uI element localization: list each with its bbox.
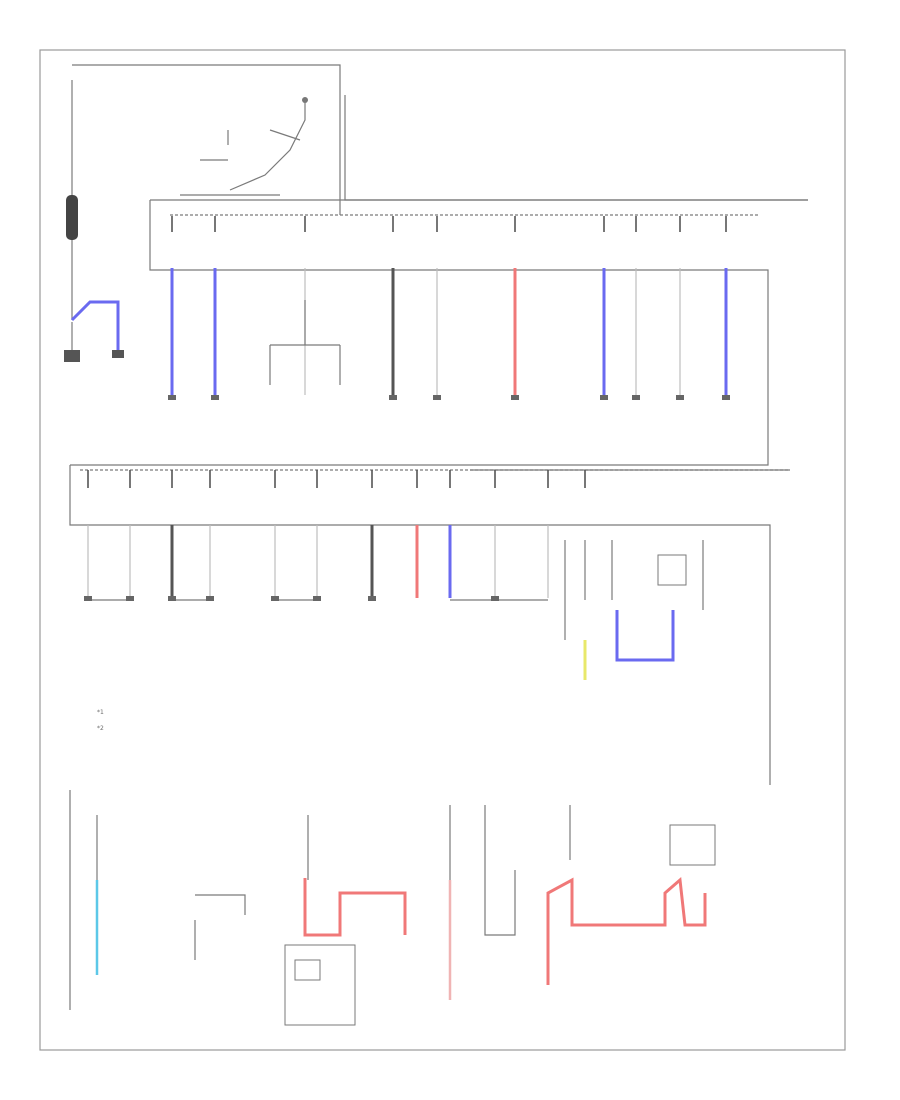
battery-ground-wire xyxy=(70,300,120,350)
charging-system-ground xyxy=(112,350,124,358)
relay-assembly xyxy=(564,540,704,680)
junction-block-2 xyxy=(69,465,790,785)
legend-mark-2: *2 xyxy=(97,725,104,732)
circuit-2-ground-3 xyxy=(168,596,176,601)
junction-block-1-circuits xyxy=(168,268,730,400)
circuit-1-8-ground xyxy=(632,395,640,400)
junction-connector-inner xyxy=(294,959,321,981)
bottom-circuits xyxy=(69,790,716,1026)
circuit-1-7-ground xyxy=(600,395,608,400)
circuit-1-9-ground xyxy=(676,395,684,400)
battery-section xyxy=(64,64,808,362)
circuit-1-10-ground xyxy=(722,395,730,400)
circuit-1-5-ground xyxy=(433,395,441,400)
relay-loop-wire xyxy=(615,610,675,662)
circuit-2-ground-1 xyxy=(84,596,92,601)
legend: *1 *2 xyxy=(97,709,104,732)
diagram-border xyxy=(39,49,846,1051)
circuit-1-6-ground xyxy=(511,395,519,400)
junction-block-2-circuits xyxy=(84,525,549,601)
junction-block-1 xyxy=(70,199,808,466)
circuit-2-ground-2 xyxy=(126,596,134,601)
relay-box xyxy=(657,554,687,586)
circuit-1-2-ground xyxy=(211,395,219,400)
red-loop-wire xyxy=(303,878,407,937)
circuit-2-ground-8 xyxy=(491,596,499,601)
circuit-2-ground-7 xyxy=(368,596,376,601)
junction-block-1-fuses xyxy=(171,216,727,232)
battery-symbol xyxy=(64,350,80,362)
circuit-1-1-ground xyxy=(168,395,176,400)
junction-connector xyxy=(284,944,356,1026)
legend-mark-1: *1 xyxy=(97,709,104,716)
circuit-2-ground-4 xyxy=(206,596,214,601)
circuit-2-ground-6 xyxy=(313,596,321,601)
circuit-2-ground-5 xyxy=(271,596,279,601)
junction-block-2-fuses xyxy=(87,470,586,488)
fusible-link xyxy=(66,195,78,240)
relay-box-bottom xyxy=(669,824,716,866)
circuit-1-4-ground xyxy=(389,395,397,400)
red-main-wire xyxy=(546,876,707,985)
